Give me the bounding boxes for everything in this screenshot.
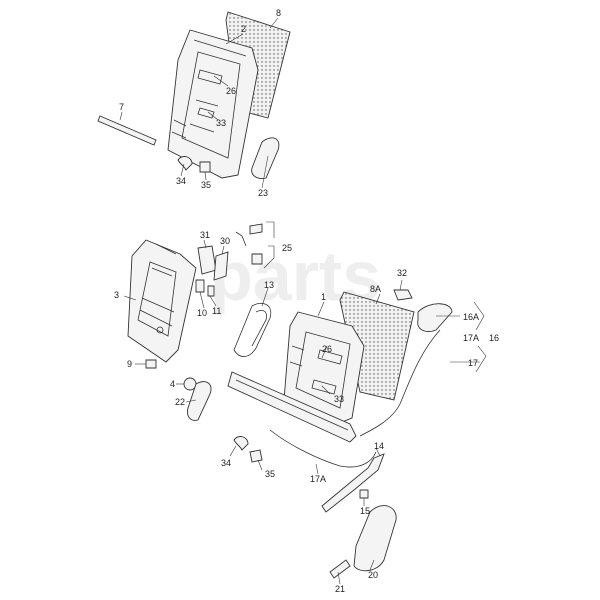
bolt-10[interactable] [195, 279, 205, 293]
label-2: 2 [241, 24, 246, 34]
label-26-upper: 26 [226, 86, 236, 96]
wire-frame-13[interactable] [233, 302, 272, 357]
grommet-32[interactable] [393, 289, 413, 301]
trim-22[interactable] [187, 381, 212, 421]
small-trim-21[interactable] [329, 559, 351, 579]
label-31: 31 [200, 230, 210, 240]
side-trim-23[interactable] [251, 137, 280, 179]
label-20: 20 [368, 570, 378, 580]
label-3: 3 [114, 290, 119, 300]
left-backrest-frame[interactable] [127, 239, 197, 363]
clip-34-upper[interactable] [177, 156, 193, 171]
label-9: 9 [127, 359, 132, 369]
screw-25b[interactable] [251, 253, 263, 265]
handle-16A[interactable] [417, 303, 453, 332]
clip-35-upper[interactable] [199, 161, 211, 173]
label-30: 30 [220, 236, 230, 246]
label-14: 14 [374, 441, 384, 451]
label-16A: 16A [463, 312, 479, 322]
release-cable-17[interactable] [359, 329, 441, 437]
label-26-lower: 26 [322, 344, 332, 354]
label-25: 25 [282, 243, 292, 253]
label-32: 32 [397, 268, 407, 278]
label-13: 13 [264, 280, 274, 290]
clip-35-lower[interactable] [249, 449, 263, 463]
clip-34-lower[interactable] [233, 436, 249, 451]
label-11: 11 [212, 306, 221, 316]
label-1: 1 [321, 292, 326, 302]
label-33-lower: 33 [334, 394, 344, 404]
pin-25c[interactable] [235, 231, 247, 247]
label-4: 4 [170, 379, 175, 389]
screw-15[interactable] [359, 489, 369, 499]
label-17: 17 [468, 358, 478, 368]
label-23: 23 [258, 188, 268, 198]
label-35-lower: 35 [265, 469, 275, 479]
seat-base-frame[interactable] [227, 371, 357, 443]
label-8: 8 [276, 8, 281, 18]
lever-14[interactable] [321, 453, 385, 513]
bolt-11[interactable] [207, 285, 215, 297]
screw-25a[interactable] [249, 223, 263, 235]
plate-30[interactable] [213, 251, 229, 281]
label-16: 16 [489, 333, 499, 343]
label-22: 22 [175, 397, 185, 407]
side-cover-20[interactable] [353, 505, 397, 572]
label-17A-bottom: 17A [310, 474, 326, 484]
screw-9[interactable] [145, 359, 157, 369]
label-17A-right: 17A [463, 333, 479, 343]
leader-lines [119, 17, 487, 585]
upper-backrest-frame[interactable] [167, 29, 259, 179]
callout-labels: 8 2 7 26 33 34 35 23 31 30 25 3 11 10 13… [114, 8, 499, 594]
label-21: 21 [335, 584, 345, 594]
label-10: 10 [197, 308, 207, 318]
label-34-lower: 34 [221, 458, 231, 468]
label-34-upper: 34 [176, 176, 186, 186]
label-7: 7 [119, 102, 124, 112]
label-15: 15 [360, 506, 370, 516]
label-33-upper: 33 [216, 118, 226, 128]
label-35-upper: 35 [201, 180, 211, 190]
rod-part-7[interactable] [97, 115, 157, 146]
release-cable-17A[interactable] [269, 429, 377, 468]
label-8A: 8A [370, 284, 381, 294]
